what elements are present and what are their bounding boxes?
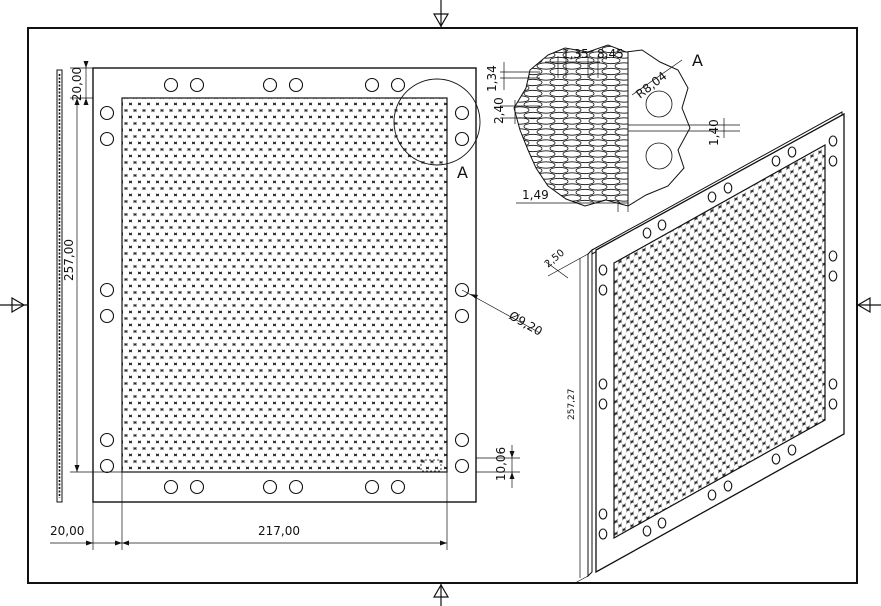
dim-gap-bottom: 1,49 (522, 188, 549, 202)
dim-width: 217,00 (258, 524, 300, 538)
mounting-holes (99, 77, 470, 495)
dim-gap-right: 1,40 (707, 119, 721, 146)
side-profile (56, 69, 63, 503)
dim-top-border: 20,00 (70, 67, 84, 101)
dim-bottom-hole: 10,06 (494, 447, 508, 481)
dim-pitch-2: 8,45 (597, 47, 624, 61)
dim-iso-thickness: 2,50 (543, 248, 567, 271)
isometric-view: 2,50 257,27 (543, 111, 845, 584)
iso-holes (598, 135, 838, 540)
dim-left-border: 20,00 (50, 524, 84, 538)
dim-slot-h: 1,34 (485, 65, 499, 92)
dim-slot-v: 2,40 (492, 97, 506, 124)
detail-label: A (692, 51, 703, 70)
perforated-area (121, 97, 448, 473)
dim-iso-height: 257,27 (567, 389, 577, 421)
detail-callout-circle (393, 78, 481, 166)
dimension-arrows (74, 61, 515, 546)
detail-view-a: 1,35 8,45 R8,04 1,34 2,40 1,40 1,49 A (485, 44, 740, 212)
front-view: A (92, 67, 481, 503)
dim-pitch-1: 1,35 (562, 47, 589, 61)
dim-hole-diameter: Ø9,20 (507, 308, 545, 338)
callout-label: A (457, 163, 468, 182)
dimension-lines (50, 62, 541, 550)
dim-height: 257,00 (62, 239, 76, 281)
